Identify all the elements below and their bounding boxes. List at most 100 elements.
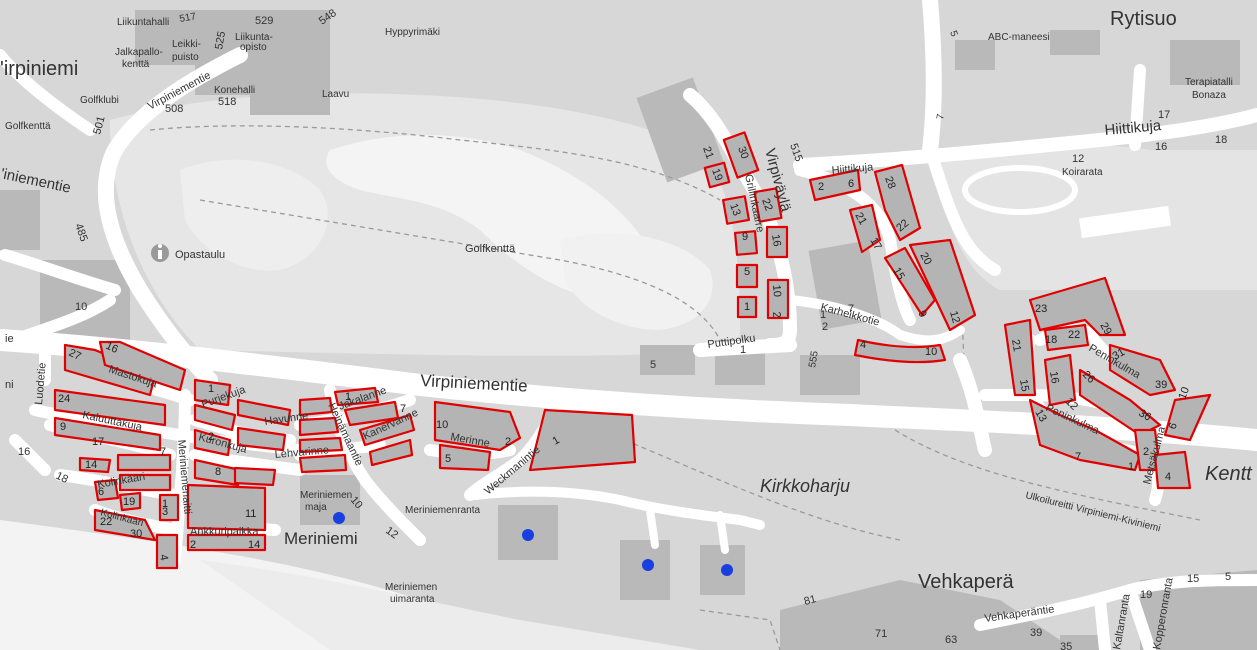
svg-text:5: 5 bbox=[445, 453, 451, 465]
label-5: 5 bbox=[947, 29, 959, 38]
svg-text:30: 30 bbox=[130, 528, 142, 540]
label-abc: ABC-maneesi bbox=[988, 32, 1050, 43]
svg-text:2: 2 bbox=[190, 539, 196, 551]
svg-text:1: 1 bbox=[551, 434, 562, 447]
label-rytisuo: Rytisuo bbox=[1110, 8, 1177, 30]
running-track bbox=[962, 165, 1078, 215]
svg-text:14: 14 bbox=[85, 459, 97, 471]
fairway3 bbox=[560, 233, 713, 330]
label-525: 525 bbox=[213, 30, 228, 50]
label-liikuntaopisto2: opisto bbox=[240, 42, 267, 53]
svg-text:1: 1 bbox=[744, 301, 750, 313]
buildings bbox=[0, 10, 1257, 650]
label-15: 15 bbox=[1187, 573, 1199, 585]
svg-text:21: 21 bbox=[1009, 338, 1023, 352]
svg-text:6: 6 bbox=[848, 178, 854, 190]
svg-text:19: 19 bbox=[709, 167, 724, 183]
label-leikki: Leikki- bbox=[172, 39, 201, 50]
label-518: 518 bbox=[218, 96, 236, 108]
label-508: 508 bbox=[165, 103, 183, 115]
field-sports bbox=[1079, 205, 1171, 239]
label-63: 63 bbox=[945, 634, 957, 646]
label-meriniemi: Meriniemi bbox=[284, 529, 358, 548]
plots-meriniemi-west[interactable] bbox=[53, 340, 292, 570]
label-7b: 7 bbox=[848, 303, 854, 315]
svg-text:4: 4 bbox=[157, 553, 170, 561]
svg-text:6: 6 bbox=[1167, 421, 1180, 431]
label-kentta-e: Kentt bbox=[1205, 463, 1253, 485]
svg-text:2: 2 bbox=[770, 311, 782, 318]
fairway2 bbox=[180, 159, 328, 271]
svg-text:12: 12 bbox=[947, 310, 962, 325]
plots-karheikkotie[interactable] bbox=[808, 163, 977, 364]
label-terapia2: Bonaza bbox=[1192, 90, 1226, 101]
label-opastaulu: Opastaulu bbox=[175, 249, 225, 261]
label-lehvarinne: Lehvarinne bbox=[274, 444, 329, 461]
label-1: 1 bbox=[740, 344, 746, 356]
svg-text:2: 2 bbox=[505, 436, 511, 448]
svg-text:21: 21 bbox=[852, 211, 869, 228]
svg-text:28: 28 bbox=[882, 175, 897, 191]
svg-text:7: 7 bbox=[160, 446, 166, 458]
poi-dot bbox=[522, 529, 534, 541]
label-16w: 16 bbox=[18, 446, 30, 458]
poi-dot bbox=[333, 512, 345, 524]
poi-markers[interactable] bbox=[333, 512, 733, 576]
svg-text:22: 22 bbox=[100, 516, 112, 528]
label-10a: 10 bbox=[75, 301, 87, 313]
label-hyppyrimaki: Hyppyrimäki bbox=[385, 27, 440, 38]
svg-text:10: 10 bbox=[436, 419, 448, 431]
svg-text:11: 11 bbox=[245, 508, 256, 520]
svg-text:22: 22 bbox=[1068, 329, 1080, 341]
svg-text:15: 15 bbox=[890, 266, 907, 283]
label-virpiniemi: 'irpiniemi bbox=[0, 58, 78, 80]
label-18: 18 bbox=[1215, 134, 1227, 146]
label-81: 81 bbox=[803, 593, 818, 608]
svg-text:1: 1 bbox=[208, 383, 214, 395]
label-meriniemenranta: Meriniemenranta bbox=[405, 505, 480, 516]
label-puisto: puisto bbox=[172, 52, 199, 63]
label-meriniemen-maja2: maja bbox=[305, 502, 327, 513]
label-kentta: kenttä bbox=[122, 59, 150, 70]
svg-text:7: 7 bbox=[400, 403, 406, 415]
poi-dot bbox=[642, 559, 654, 571]
info-icon[interactable] bbox=[151, 244, 169, 262]
label-liikuntaopisto: Liikunta- bbox=[235, 32, 273, 43]
label-485: 485 bbox=[72, 222, 90, 243]
label-18w: 18 bbox=[54, 470, 70, 486]
plots-peninkulma[interactable] bbox=[1003, 276, 1212, 490]
label-uimaranta2: uimaranta bbox=[390, 594, 435, 605]
label-71: 71 bbox=[875, 628, 887, 640]
svg-text:23: 23 bbox=[1035, 303, 1047, 315]
svg-text:17: 17 bbox=[867, 236, 884, 253]
svg-text:31: 31 bbox=[1111, 346, 1128, 363]
label-konehalli: Konehalli bbox=[214, 85, 255, 96]
svg-text:24: 24 bbox=[58, 393, 70, 405]
label-5c: 5 bbox=[650, 359, 656, 371]
svg-text:13: 13 bbox=[1032, 408, 1049, 425]
svg-text:9: 9 bbox=[742, 231, 748, 243]
svg-text:7: 7 bbox=[1075, 451, 1081, 463]
label-liikuntahalli: Liikuntahalli bbox=[117, 17, 169, 28]
svg-text:10: 10 bbox=[770, 284, 783, 297]
svg-text:27: 27 bbox=[67, 347, 83, 363]
label-koirarata: Koirarata bbox=[1062, 167, 1103, 178]
svg-text:8: 8 bbox=[215, 466, 221, 478]
svg-text:29: 29 bbox=[1097, 321, 1114, 338]
label-7: 7 bbox=[935, 113, 947, 121]
svg-text:30: 30 bbox=[735, 145, 750, 161]
label-17: 17 bbox=[1158, 109, 1170, 121]
label-golfklubi: Golfklubi bbox=[80, 95, 119, 106]
label-meriniemen-maja1: Meriniemen bbox=[300, 490, 352, 501]
plots-grillinkaarre[interactable] bbox=[703, 131, 790, 320]
svg-text:15: 15 bbox=[1017, 378, 1031, 392]
svg-text:10: 10 bbox=[925, 346, 937, 358]
svg-text:2: 2 bbox=[1143, 446, 1149, 458]
svg-text:3: 3 bbox=[162, 506, 168, 518]
svg-text:18: 18 bbox=[1045, 334, 1057, 346]
label-16: 16 bbox=[1155, 141, 1167, 153]
plots-havunne[interactable] bbox=[298, 386, 637, 474]
label-golfkentta-w: Golfkenttä bbox=[5, 121, 51, 132]
svg-text:1: 1 bbox=[345, 391, 351, 403]
